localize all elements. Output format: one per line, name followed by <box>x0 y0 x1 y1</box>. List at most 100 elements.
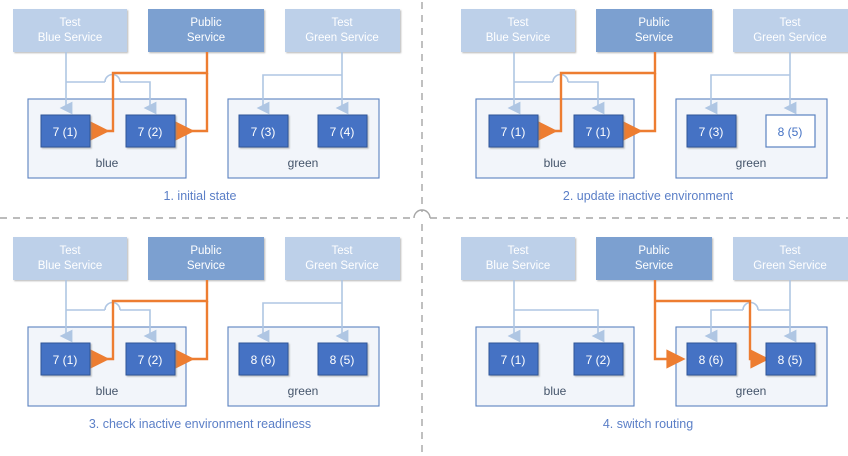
node-green-1[interactable]: 7 (3) <box>686 114 737 148</box>
service-test-green-line2: Green Service <box>305 260 379 272</box>
arrow-public-to-green-node2 <box>655 299 770 369</box>
node-blue-2-label: 7 (1) <box>586 125 611 139</box>
node-blue-2-box <box>573 114 624 148</box>
node-green-1[interactable]: 8 (6) <box>686 342 737 376</box>
node-blue-1-box <box>488 114 539 148</box>
service-test-green-box <box>733 9 848 52</box>
service-test-green-line2: Green Service <box>305 32 379 44</box>
node-green-1-box <box>686 114 737 148</box>
panel-1-caption: 1. initial state <box>164 189 237 203</box>
test-routes-light <box>59 52 349 115</box>
service-test-green[interactable]: Test Green Service <box>733 237 848 280</box>
env-green-label: green <box>736 156 767 170</box>
test-routes-light <box>507 52 797 115</box>
service-test-green-line1: Test <box>331 17 353 29</box>
service-test-green-line2: Green Service <box>753 32 827 44</box>
public-routes-orange <box>90 52 209 141</box>
node-green-1-box <box>238 342 289 376</box>
service-test-blue[interactable]: Test Blue Service <box>13 9 127 52</box>
arrow-public-to-blue-node2 <box>175 73 209 141</box>
service-public[interactable]: Public Service <box>596 9 712 52</box>
node-green-2-box <box>765 114 816 148</box>
arrow-public-to-blue-node1 <box>538 52 657 141</box>
divider-hop-arc <box>413 209 431 219</box>
node-green-2-label: 7 (4) <box>330 125 355 139</box>
service-public[interactable]: Public Service <box>148 237 264 280</box>
service-test-green-box <box>285 237 400 280</box>
service-test-green-line1: Test <box>331 245 353 257</box>
env-green-label: green <box>288 384 319 398</box>
node-blue-2[interactable]: 7 (2) <box>125 342 176 376</box>
service-public[interactable]: Public Service <box>596 237 712 280</box>
node-green-2[interactable]: 8 (5) <box>765 342 816 376</box>
node-blue-1[interactable]: 7 (1) <box>488 114 539 148</box>
node-blue-2-box <box>573 342 624 376</box>
node-green-2-label: 8 (5) <box>778 353 803 367</box>
service-test-blue-line2: Blue Service <box>486 260 551 272</box>
test-routes-light <box>59 280 349 343</box>
panel-2-caption: 2. update inactive environment <box>563 189 734 203</box>
arrow-green-test-to-node3 <box>704 74 790 115</box>
service-test-green[interactable]: Test Green Service <box>733 9 848 52</box>
node-green-1[interactable]: 7 (3) <box>238 114 289 148</box>
node-green-2[interactable]: 7 (4) <box>317 114 368 148</box>
node-green-1-label: 7 (3) <box>251 125 276 139</box>
service-test-green[interactable]: Test Green Service <box>285 9 400 52</box>
service-test-blue-line1: Test <box>507 245 529 257</box>
node-blue-1[interactable]: 7 (1) <box>488 342 539 376</box>
node-blue-1[interactable]: 7 (1) <box>40 114 91 148</box>
service-test-blue-box <box>13 237 127 280</box>
service-test-blue[interactable]: Test Blue Service <box>461 9 575 52</box>
service-test-blue-line1: Test <box>59 245 81 257</box>
service-test-green-box <box>285 9 400 52</box>
node-blue-1-box <box>40 114 91 148</box>
node-blue-2-box <box>125 114 176 148</box>
node-green-2-box <box>765 342 816 376</box>
node-green-1-label: 8 (6) <box>699 353 724 367</box>
node-green-2-label: 8 (5) <box>330 353 355 367</box>
node-blue-2[interactable]: 7 (2) <box>573 342 624 376</box>
service-test-green-line1: Test <box>779 17 801 29</box>
service-test-blue-box <box>461 9 575 52</box>
service-public-box <box>596 237 712 280</box>
service-public-box <box>148 237 264 280</box>
env-blue-label: blue <box>544 384 567 398</box>
node-green-2[interactable]: 8 (5) <box>765 114 816 148</box>
service-test-blue[interactable]: Test Blue Service <box>461 237 575 280</box>
panel-1: Test Blue Service Public Service Test Gr… <box>13 9 400 203</box>
node-blue-1-label: 7 (1) <box>53 353 78 367</box>
node-blue-1-label: 7 (1) <box>501 125 526 139</box>
env-green-label: green <box>736 384 767 398</box>
env-blue-label: blue <box>544 156 567 170</box>
node-green-1-label: 7 (3) <box>699 125 724 139</box>
arrow-public-to-blue-node2 <box>623 73 657 141</box>
panel-4-caption: 4. switch routing <box>603 417 693 431</box>
arrow-blue-test-to-node2 <box>120 309 157 343</box>
arrow-public-to-blue-node1 <box>90 52 209 141</box>
node-blue-2[interactable]: 7 (1) <box>573 114 624 148</box>
panel-2: Test Blue Service Public Service Test Gr… <box>461 9 848 203</box>
service-test-green-line2: Green Service <box>753 260 827 272</box>
arrow-public-to-blue-node2 <box>175 301 209 369</box>
service-public-line1: Public <box>638 17 670 29</box>
node-green-2[interactable]: 8 (5) <box>317 342 368 376</box>
node-blue-1[interactable]: 7 (1) <box>40 342 91 376</box>
service-test-green-line1: Test <box>779 245 801 257</box>
node-green-2-box <box>317 342 368 376</box>
node-blue-2[interactable]: 7 (2) <box>125 114 176 148</box>
service-public[interactable]: Public Service <box>148 9 264 52</box>
arrow-green-test-to-node3 <box>704 309 743 343</box>
node-blue-1-box <box>488 342 539 376</box>
arrow-green-test-to-node3 <box>256 74 342 115</box>
arrow-blue-test-to-node2 <box>568 81 605 115</box>
node-blue-2-label: 7 (2) <box>138 353 163 367</box>
node-green-1[interactable]: 8 (6) <box>238 342 289 376</box>
service-public-line2: Service <box>187 32 225 44</box>
node-blue-1-label: 7 (1) <box>501 353 526 367</box>
service-test-blue[interactable]: Test Blue Service <box>13 237 127 280</box>
node-blue-1-label: 7 (1) <box>53 125 78 139</box>
service-test-green[interactable]: Test Green Service <box>285 237 400 280</box>
arrow-public-to-blue-node1 <box>90 280 209 369</box>
service-public-line2: Service <box>635 260 673 272</box>
